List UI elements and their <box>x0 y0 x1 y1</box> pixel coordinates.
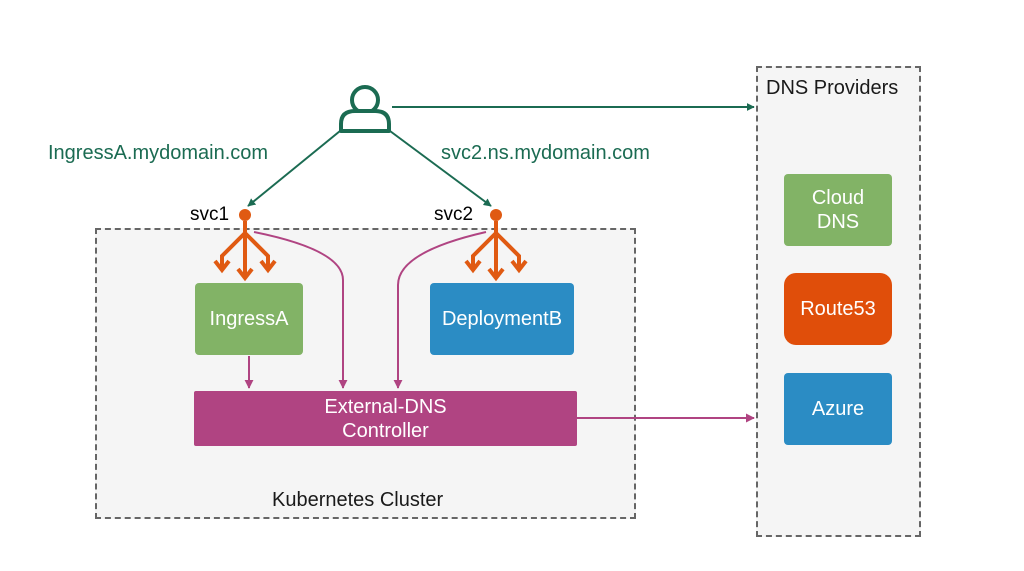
ingress-a-label: IngressA <box>209 308 289 330</box>
deployment-b-label: DeploymentB <box>441 308 563 330</box>
arrow-svc1-to-controller <box>253 231 348 389</box>
arrow-user-to-svc1 <box>247 130 341 207</box>
ingress-host-label: IngressA.mydomain.com <box>48 142 269 164</box>
controller-label-line1: External-DNS <box>324 395 447 418</box>
cloud-dns-label-line1: Cloud <box>811 187 865 209</box>
arrow-svc2-to-controller <box>393 231 487 389</box>
arrow-user-to-svc2 <box>389 130 492 207</box>
kubernetes-cluster-label: Kubernetes Cluster <box>272 489 444 511</box>
azure-node[interactable]: Azure <box>784 373 892 445</box>
svc2-host-label: svc2.ns.mydomain.com <box>441 142 650 164</box>
svc2-label: svc2 <box>434 204 474 225</box>
deployment-b-node[interactable]: DeploymentB <box>430 283 574 355</box>
ingress-a-node[interactable]: IngressA <box>195 283 303 355</box>
svc1-label: svc1 <box>190 204 230 225</box>
kubernetes-cluster-group <box>95 228 636 519</box>
cloud-dns-node[interactable]: Cloud DNS <box>784 174 892 246</box>
dns-providers-label: DNS Providers <box>766 77 899 99</box>
svc1-endpoint-icon <box>213 209 277 282</box>
external-dns-controller-node[interactable]: External-DNS Controller <box>194 391 577 446</box>
user-icon <box>339 85 391 133</box>
route53-node[interactable]: Route53 <box>784 273 892 345</box>
svc2-endpoint-icon <box>464 209 528 282</box>
azure-label: Azure <box>811 398 865 420</box>
controller-label-line2: Controller <box>342 419 429 442</box>
route53-label: Route53 <box>800 298 876 320</box>
cloud-dns-label-line2: DNS <box>816 211 860 233</box>
